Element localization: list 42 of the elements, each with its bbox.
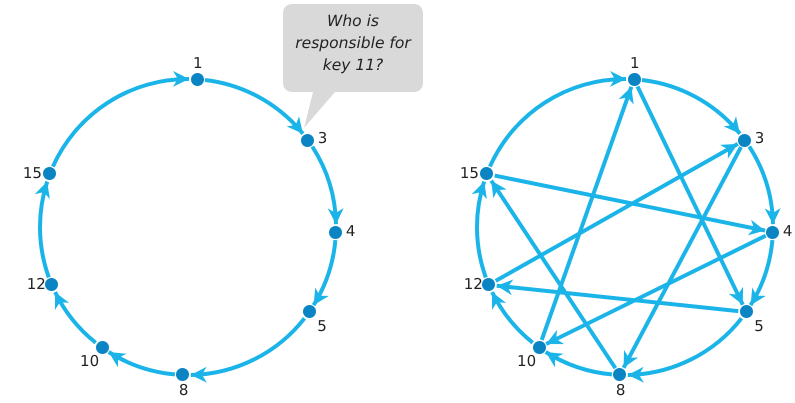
arrow xyxy=(628,316,743,382)
arrow xyxy=(545,234,767,346)
node-number: 12 xyxy=(26,276,46,293)
node-number: 8 xyxy=(178,382,188,399)
node-number: 15 xyxy=(22,164,42,182)
arrow xyxy=(496,279,738,314)
question-text: Who is responsible for key 11? xyxy=(294,11,412,76)
node-number: 3 xyxy=(754,130,764,147)
arrow xyxy=(622,146,743,369)
arrow xyxy=(636,86,745,306)
node-number: 5 xyxy=(317,318,327,335)
node-number: 4 xyxy=(782,223,792,240)
arrow xyxy=(108,350,176,376)
arrow xyxy=(35,180,51,278)
node-number: 12 xyxy=(464,276,483,293)
arrow xyxy=(494,142,739,283)
node-number: 15 xyxy=(460,164,479,182)
node-number: 1 xyxy=(193,55,203,72)
arrow xyxy=(190,316,306,382)
node-number: 1 xyxy=(630,55,640,72)
arrow xyxy=(204,78,304,136)
arrow xyxy=(544,350,612,376)
node-number: 10 xyxy=(517,353,536,370)
arrow xyxy=(494,174,766,236)
node-number: 5 xyxy=(754,318,764,335)
node-number: 4 xyxy=(346,223,356,240)
node-number: 10 xyxy=(80,353,100,370)
arrow xyxy=(312,240,338,306)
node-number: 8 xyxy=(616,382,626,399)
arrow xyxy=(488,72,626,168)
arrow xyxy=(53,291,98,344)
arrow xyxy=(490,291,534,344)
speech-bubble xyxy=(283,4,423,128)
arrow xyxy=(748,146,780,224)
arrow xyxy=(748,240,774,306)
arrow xyxy=(310,146,343,224)
arrow xyxy=(642,78,742,136)
arrow xyxy=(540,86,634,341)
arrow xyxy=(490,180,618,370)
arrow xyxy=(51,72,190,168)
node-number: 3 xyxy=(318,130,328,147)
arrow xyxy=(472,180,488,278)
